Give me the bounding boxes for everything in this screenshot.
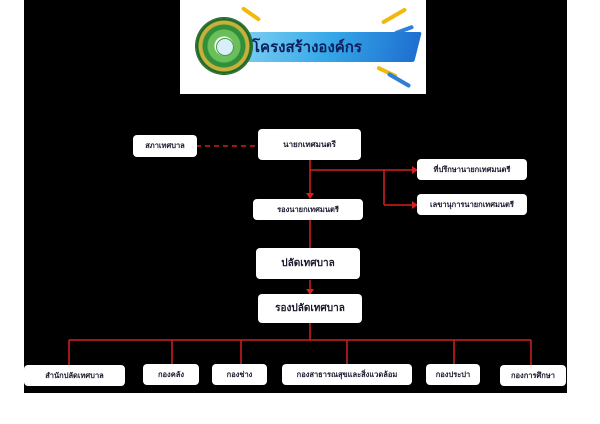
seal-center bbox=[216, 38, 234, 56]
banner-title: โครงสร้างองค์กร bbox=[252, 38, 362, 56]
advisor-box: ที่ปรึกษานายกเทศมนตรี bbox=[417, 159, 527, 180]
arrowhead bbox=[412, 201, 418, 209]
arrowhead bbox=[412, 166, 418, 174]
municipality-seal-icon bbox=[196, 18, 252, 74]
secretary-box: เลขานุการนายกเทศมนตรี bbox=[417, 194, 527, 215]
arrowhead bbox=[306, 289, 314, 295]
division-box: กองประปา bbox=[426, 364, 480, 385]
division-box: สำนักปลัดเทศบาล bbox=[24, 365, 125, 386]
deputy-clerk-box: รองปลัดเทศบาล bbox=[258, 294, 362, 323]
municipal-clerk-box: ปลัดเทศบาล bbox=[256, 248, 360, 279]
division-box: กองสาธารณสุขและสิ่งแวดล้อม bbox=[282, 364, 412, 385]
division-box: กองคลัง bbox=[143, 364, 199, 385]
division-box: กองการศึกษา bbox=[500, 365, 566, 386]
deputy-mayor-box: รองนายกเทศมนตรี bbox=[253, 199, 363, 220]
arrowhead bbox=[306, 193, 314, 199]
title-banner: โครงสร้างองค์กร bbox=[180, 0, 426, 94]
division-box: กองช่าง bbox=[212, 364, 267, 385]
mayor-box: นายกเทศมนตรี bbox=[258, 129, 361, 160]
council-box: สภาเทศบาล bbox=[133, 135, 197, 157]
